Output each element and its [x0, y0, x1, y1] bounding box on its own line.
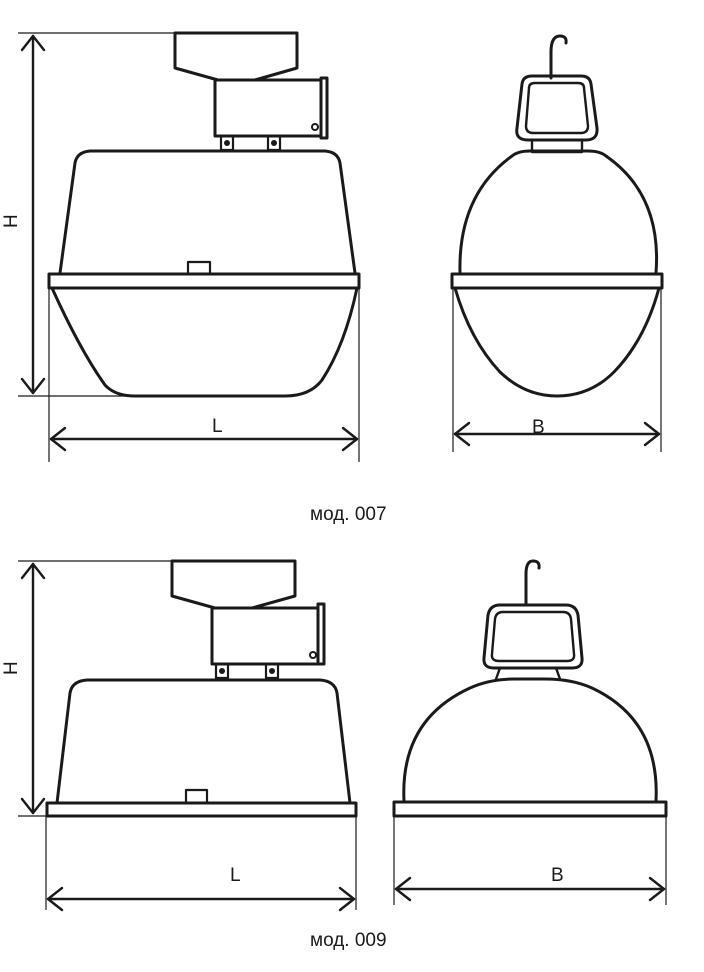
model-009-front-view: B: [392, 559, 668, 905]
cable-gland-icon: [309, 651, 317, 659]
ballast-box: [213, 78, 323, 138]
mounting-bracket: [170, 559, 297, 610]
housing-rim: [392, 800, 668, 818]
latch: [186, 260, 212, 276]
mounting-bracket: [173, 31, 299, 82]
length-dimension-arrow: [49, 426, 359, 452]
height-dimension-arrow: [20, 34, 46, 395]
length-label: L: [230, 865, 241, 886]
height-label: H: [1, 661, 22, 675]
height-label: H: [1, 214, 22, 228]
housing-rim: [47, 272, 361, 290]
width-dimension-arrow: [394, 876, 666, 902]
model-007-side-view: H L: [1, 31, 361, 462]
model-009-drawing: H L: [1, 559, 668, 951]
model-007-front-view: B: [450, 34, 664, 452]
diffuser-bowl: [453, 286, 661, 398]
model-caption: мод. 009: [310, 930, 387, 951]
length-dimension-arrow: [46, 886, 356, 912]
latch: [184, 788, 209, 805]
housing-rim: [45, 801, 358, 818]
ballast-box: [210, 606, 320, 666]
bolt-icon: [219, 134, 235, 152]
housing-rim: [450, 272, 664, 290]
length-label: L: [212, 416, 223, 437]
model-009-side-view: H L: [1, 559, 358, 912]
hanger-frame-outer: [482, 603, 584, 670]
diffuser-bowl: [50, 286, 359, 398]
height-dimension-arrow: [20, 562, 46, 815]
lamp-housing: [58, 149, 357, 275]
width-label: B: [551, 865, 564, 886]
model-caption: мод. 007: [310, 504, 387, 525]
bolt-icon: [266, 134, 282, 152]
width-dimension-arrow: [453, 421, 661, 447]
width-label: B: [532, 417, 545, 438]
hanging-hook-icon: [549, 34, 568, 80]
reflector-dome: [458, 149, 659, 275]
bolt-icon: [214, 662, 230, 680]
cable-gland-icon: [311, 123, 319, 131]
hanging-hook-icon: [524, 559, 541, 607]
box-end-cap: [316, 602, 326, 666]
bolt-icon: [264, 662, 280, 680]
hanger-frame-outer: [515, 74, 599, 142]
model-007-drawing: H L: [1, 31, 664, 525]
box-end-cap: [319, 76, 329, 140]
hanger-frame-inner: [524, 81, 590, 135]
reflector-dome: [402, 677, 658, 803]
hanger-frame-inner: [490, 610, 576, 663]
lamp-housing: [55, 678, 352, 805]
